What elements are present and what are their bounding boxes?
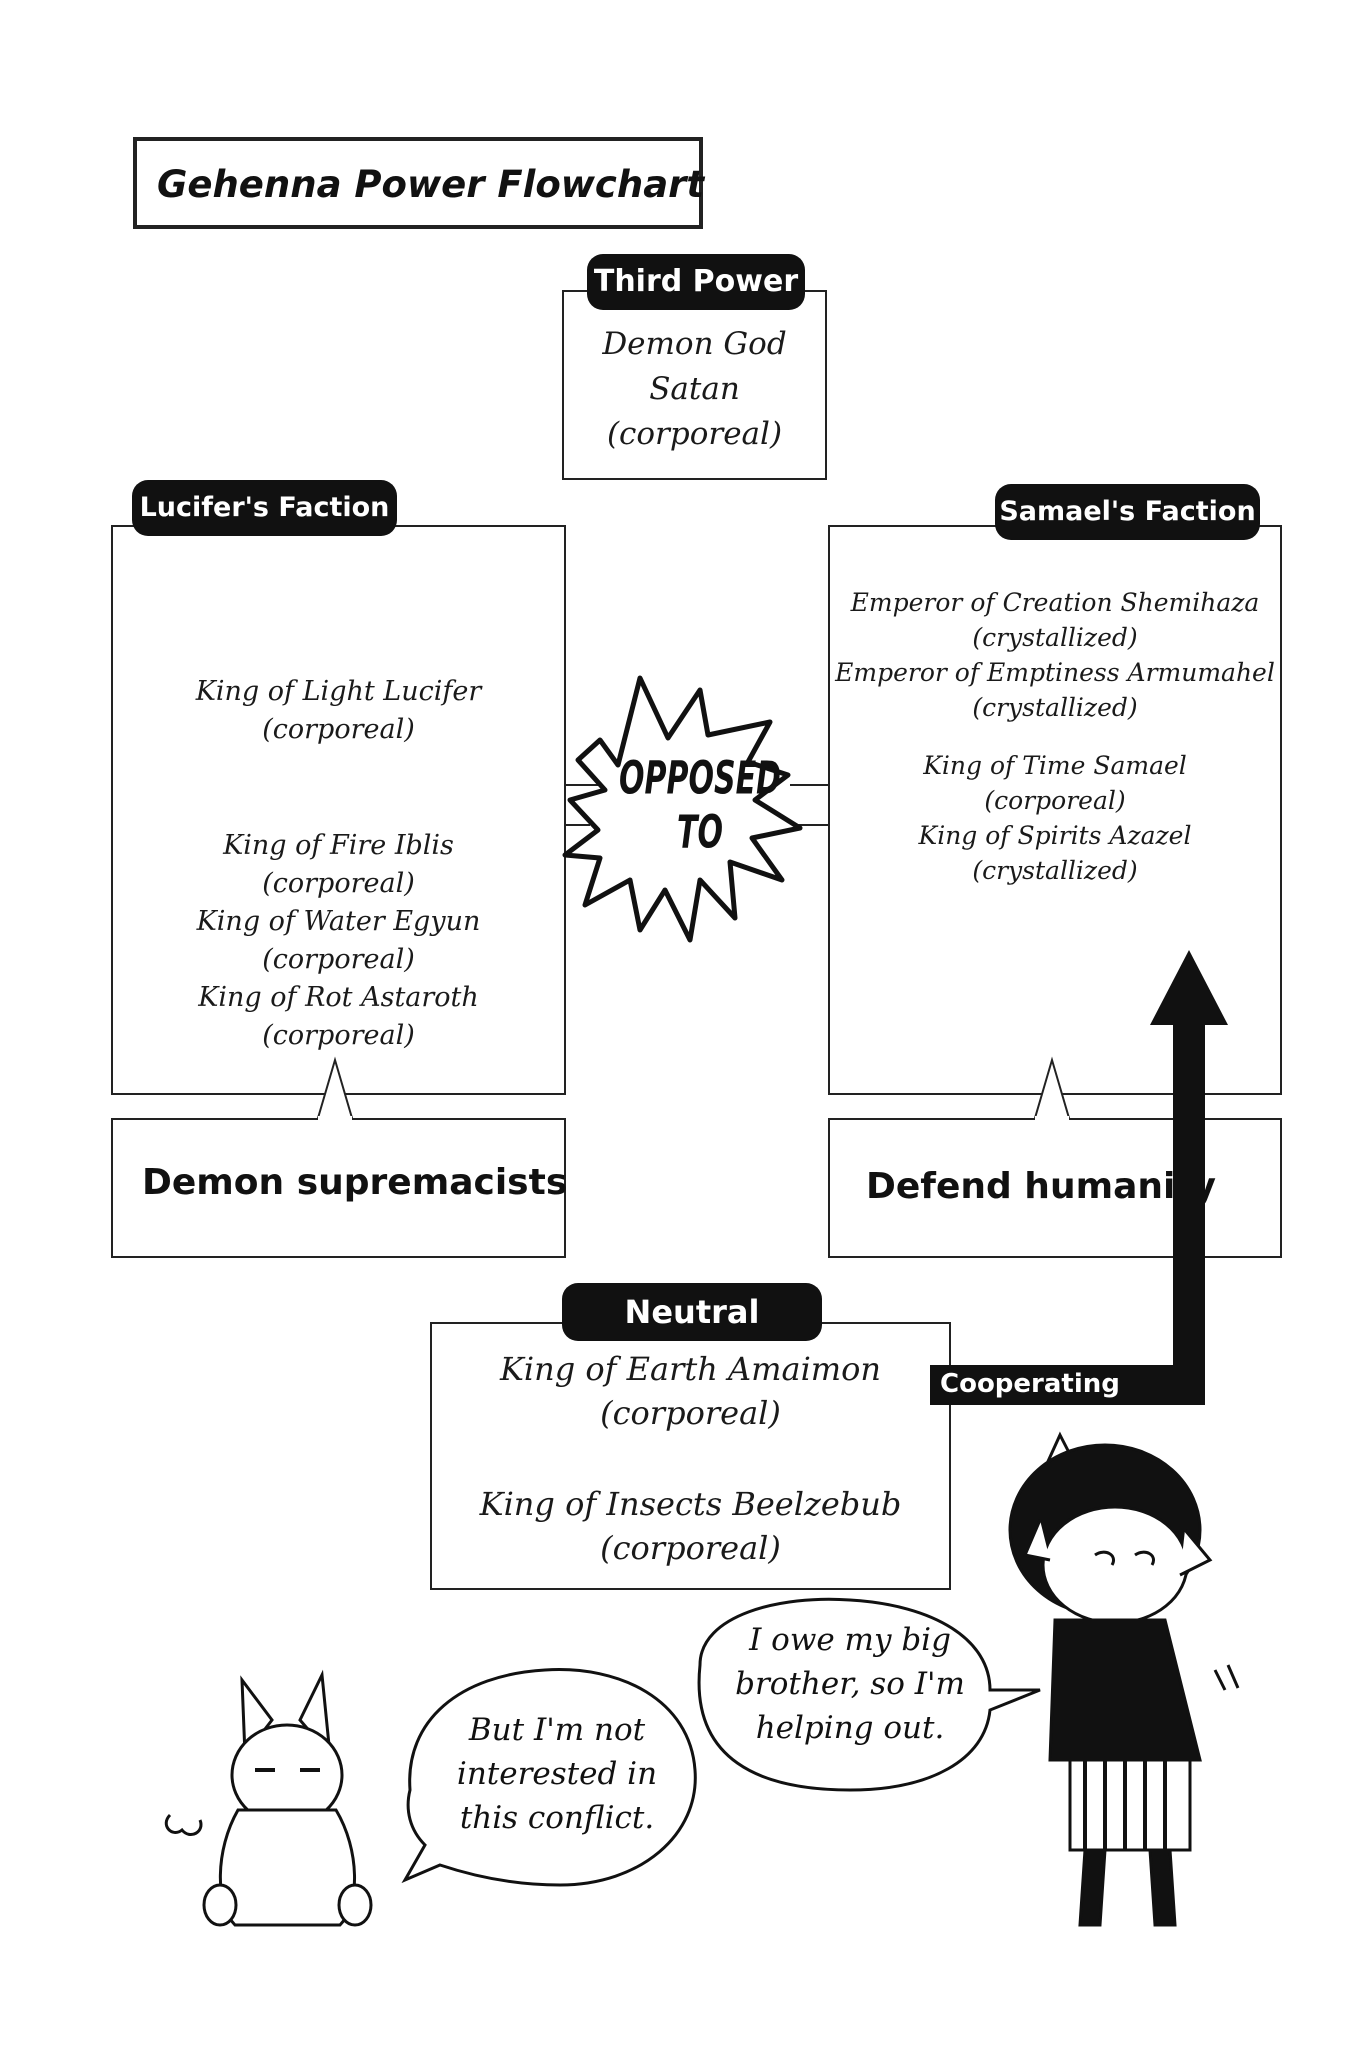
third-power-text: Demon God Satan (corporeal) bbox=[562, 322, 827, 457]
third-power-tag: Third Power bbox=[587, 254, 805, 310]
member-state: (corporeal) bbox=[262, 944, 415, 975]
samael-pointer bbox=[1033, 1056, 1071, 1119]
member-state: (crystallized) bbox=[972, 693, 1138, 722]
member-name: King of Fire Iblis bbox=[223, 830, 454, 861]
member-name: King of Insects Beelzebub bbox=[479, 1485, 902, 1523]
cooperating-label: Cooperating bbox=[940, 1369, 1120, 1399]
opposed-line-1: OPPOSED bbox=[619, 753, 781, 806]
lucifer-member-4: King of Rot Astaroth (corporeal) bbox=[111, 979, 566, 1055]
member-name: King of Time Samael bbox=[923, 751, 1187, 780]
member-state: (corporeal) bbox=[262, 1020, 415, 1051]
boy-character bbox=[1008, 1431, 1240, 1927]
page-title: Gehenna Power Flowchart bbox=[157, 163, 705, 206]
neutral-member-1: King of Earth Amaimon (corporeal) bbox=[430, 1347, 951, 1435]
samael-member-3: King of Time Samael (corporeal) bbox=[828, 748, 1282, 818]
neutral-member-2: King of Insects Beelzebub (corporeal) bbox=[430, 1482, 951, 1570]
member-state: (corporeal) bbox=[262, 714, 415, 745]
member-name: King of Spirits Azazel bbox=[918, 821, 1192, 850]
speech-line: But I'm not bbox=[468, 1712, 646, 1748]
member-state: (crystallized) bbox=[972, 623, 1138, 652]
samael-member-1: Emperor of Creation Shemihaza (crystalli… bbox=[828, 585, 1282, 655]
cooperating-arrow bbox=[930, 950, 1228, 1405]
member-state: (crystallized) bbox=[972, 856, 1138, 885]
left-speech-bubble bbox=[401, 1668, 697, 1887]
member-name: King of Earth Amaimon bbox=[499, 1350, 882, 1388]
speech-line: I owe my big bbox=[749, 1622, 951, 1658]
third-power-line-3: (corporeal) bbox=[606, 416, 783, 452]
samael-member-4: King of Spirits Azazel (crystallized) bbox=[828, 818, 1282, 888]
opposed-burst bbox=[562, 675, 803, 943]
member-name: Emperor of Creation Shemihaza bbox=[850, 588, 1260, 617]
samael-member-2: Emperor of Emptiness Armumahel (crystall… bbox=[828, 655, 1282, 725]
dog-character bbox=[164, 1669, 373, 1927]
lucifer-faction-tag: Lucifer's Faction bbox=[132, 480, 397, 536]
neutral-tag: Neutral bbox=[562, 1283, 822, 1341]
member-state: (corporeal) bbox=[984, 786, 1126, 815]
samael-faction-tag: Samael's Faction bbox=[995, 484, 1260, 540]
left-speech-text: But I'm not interested in this conflict. bbox=[432, 1708, 682, 1840]
member-state: (corporeal) bbox=[600, 1394, 781, 1432]
speech-line: helping out. bbox=[755, 1710, 945, 1746]
samael-stance-box bbox=[828, 1118, 1282, 1258]
member-name: King of Light Lucifer bbox=[195, 676, 482, 707]
lucifer-member-3: King of Water Egyun (corporeal) bbox=[111, 903, 566, 979]
lucifer-pointer bbox=[316, 1056, 354, 1119]
title-box: Gehenna Power Flowchart bbox=[133, 137, 705, 229]
speech-line: interested in bbox=[456, 1756, 658, 1792]
third-power-box bbox=[562, 290, 827, 480]
member-state: (corporeal) bbox=[600, 1529, 781, 1567]
samael-stance: Defend humanity bbox=[866, 1166, 1217, 1207]
member-name: Emperor of Emptiness Armumahel bbox=[835, 658, 1275, 687]
third-power-line-1: Demon God bbox=[602, 326, 787, 362]
lucifer-stance: Demon supremacists bbox=[142, 1162, 568, 1203]
speech-line: this conflict. bbox=[459, 1800, 655, 1836]
opposed-label: OPPOSED TO bbox=[610, 753, 790, 860]
right-speech-bubble bbox=[697, 1597, 1041, 1792]
member-name: King of Rot Astaroth bbox=[198, 982, 479, 1013]
lucifer-member-1: King of Light Lucifer (corporeal) bbox=[111, 673, 566, 749]
member-name: King of Water Egyun bbox=[196, 906, 481, 937]
neutral-box bbox=[430, 1322, 951, 1590]
lucifer-member-2: King of Fire Iblis (corporeal) bbox=[111, 827, 566, 903]
third-power-line-2: Satan bbox=[649, 371, 740, 407]
member-state: (corporeal) bbox=[262, 868, 415, 899]
speech-line: brother, so I'm bbox=[735, 1666, 965, 1702]
opposed-line-2: TO bbox=[677, 807, 723, 860]
right-speech-text: I owe my big brother, so I'm helping out… bbox=[715, 1618, 985, 1750]
opposed-connectors bbox=[566, 784, 828, 826]
